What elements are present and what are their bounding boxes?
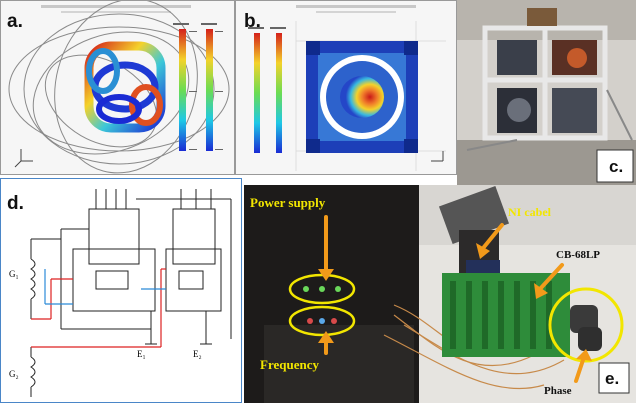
coil-3d-render	[8, 1, 230, 174]
panel-d-circuit-schematic: d. G₁ G₂ E₁ E₂	[0, 178, 242, 403]
phase-highlight-circle	[548, 287, 624, 363]
circuit-label-e2: E₂	[193, 349, 202, 359]
panel-e-label: e.	[605, 369, 620, 388]
colorbar-2	[206, 29, 213, 151]
panel-c-label: c.	[609, 157, 624, 176]
circuit-label-e1: E₁	[137, 349, 146, 359]
power-supply-annotation: Power supply	[250, 195, 326, 210]
field-hotspot	[340, 76, 384, 118]
circuit-label-g2: G₂	[9, 369, 19, 379]
colorbar-left-1	[254, 33, 260, 153]
ni-cable-annotation: NI cabel	[508, 205, 551, 219]
hardware-photo	[244, 185, 636, 403]
axis-triad	[14, 149, 33, 168]
panel-b-simulation-2d: b.	[235, 0, 457, 175]
colorbar-1	[179, 29, 186, 151]
cb-68lp-annotation: CB-68LP	[556, 249, 600, 261]
colorbar-left-2	[276, 33, 282, 153]
frequency-highlight	[288, 305, 356, 337]
panel-d-label: d.	[7, 193, 24, 214]
coil-body	[84, 41, 166, 133]
schematic-drawing	[30, 189, 232, 397]
panel-e-hardware-photo: Power supply Frequency NI cabel CB-68LP …	[244, 185, 636, 403]
frequency-annotation: Frequency	[260, 357, 319, 372]
panel-c-setup-photo: c.	[457, 0, 636, 185]
circuit-label-g1: G₁	[9, 269, 19, 279]
setup-photo	[457, 0, 636, 185]
panel-a-simulation-3d: a.	[0, 0, 235, 175]
panel-b-label: b.	[244, 11, 261, 32]
panel-a-label: a.	[7, 11, 23, 32]
cross-section-render	[248, 5, 446, 171]
phase-annotation: Phase	[544, 385, 572, 397]
